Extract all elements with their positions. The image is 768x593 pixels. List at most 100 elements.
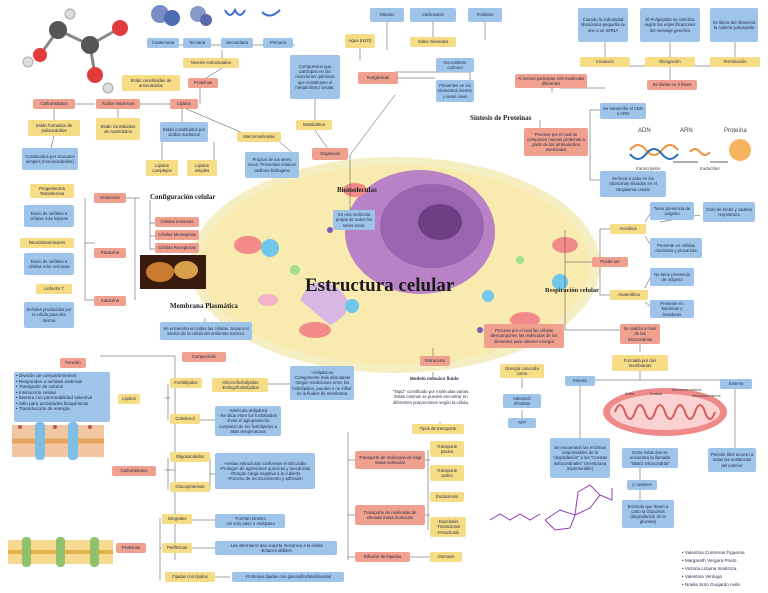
node-autocrina: Autocrina (94, 296, 126, 306)
author-name: Noelia Soto Guajardo Avila (682, 582, 740, 587)
node-receptoras: Células Receptoras (155, 243, 199, 253)
node-no-presencia: No tiene presencia de oxígeno (650, 268, 694, 286)
node-modelo-title: Modelo mosaico fluido (410, 376, 459, 381)
node-cuando: Cuando la subunidad ribosómica pequeña s… (578, 8, 628, 42)
transcription-illustration (629, 139, 751, 163)
node-modelo-text: "Tapiz" constituido por moléculas varias… (386, 382, 476, 412)
node-cuaternaria: Cuaternaria (147, 38, 179, 48)
node-comp-proteinas: Proteínas (116, 543, 146, 553)
node-nitratos: Nitratos (370, 8, 404, 22)
node-fosfo-items: -Glicerofosfolípidos -Esfingofosfolípido… (212, 378, 268, 392)
node-energia: Energía conocida como (500, 364, 544, 378)
node-fijadas-text: -Proteínas fijadas con glucosilfosfatidi… (232, 572, 344, 582)
node-fosfatos: Fosfatos (468, 8, 502, 22)
author-name: Victoria Lizama Inostroza (682, 566, 737, 571)
node-progesterona: Progesterona Testosterona (30, 184, 74, 198)
node-funcion: Función (60, 358, 86, 368)
node-molecula: Es una molécula propia de todos los sere… (333, 210, 375, 230)
mitochondria-illustration (603, 388, 727, 436)
node-colesterol: Colesterol (170, 414, 200, 424)
node-estructura: Estructura (420, 356, 450, 366)
cell-illustration (190, 157, 600, 373)
node-perifericas-text: -Las internas le dan soporte mecánico a … (215, 541, 337, 555)
node-exocitosis: -Exocitosis -Transcitosis -Potocitosis (430, 517, 466, 537)
node-anaerobica: Anaeróbica (610, 290, 648, 300)
node-elongacion: Elongación (645, 57, 695, 67)
author-name: Valentina Verdugo (682, 574, 722, 579)
node-colesterol-text: -Molécula anfipática -Se sitúa entre los… (215, 406, 281, 436)
node-atp: ATP (508, 418, 536, 428)
node-agua: Agua (H2O) (345, 34, 375, 48)
node-secundaria: Secundaria (221, 38, 253, 48)
node-funcion-list: División de compartimientos Responden a … (14, 372, 110, 422)
node-constituidas: Están constituidas de aminoácidos (122, 75, 180, 91)
node-formada: Formada por dos membranas (612, 355, 668, 371)
node-proteinas: Proteínas (188, 78, 218, 88)
node-linfocito: Linfocito T (36, 284, 72, 294)
node-pasivo: Transporte pasivo (430, 441, 464, 457)
paracrine-illustration (140, 255, 206, 289)
atp-illustration (489, 484, 613, 531)
node-al-menos: Al menos participan 100 moléculas difere… (515, 74, 587, 88)
node-adenosin: Adenosín trifosfato (503, 394, 541, 408)
node-envio-lejanas: Envío de señales a células más lejanas (24, 205, 74, 227)
node-interna: Interna (565, 376, 595, 386)
label-adn: ADN (638, 128, 651, 134)
node-bacterias: Presente en bacterias y levaduras (650, 300, 694, 318)
node-presencia: Tiene presencia de oxígeno (650, 202, 694, 220)
node-acidos: Ácidos Nucleicos (96, 99, 140, 109)
label-transcription: transcription (636, 166, 661, 171)
funcion-item: Responden a señales externas (16, 379, 82, 385)
node-fases: Se divide en 3 fases (647, 80, 697, 90)
node-nucleotidos: Están constituidos de nucleótidos (96, 118, 140, 140)
node-integrales-text: -Forman túneles -Un solo paso o multipas… (215, 514, 285, 528)
author-name: Margareth Vergara Prieto (682, 558, 737, 563)
node-elevada: Transporte de moléculas de elevada masa … (355, 505, 425, 525)
node-ciclo: Ciclo de krebs y cadena respiratoria (703, 202, 755, 222)
node-proceso-sintesis: Proceso por el cual se componen nuevas p… (524, 128, 588, 156)
node-difusion: Difusión de líquidos (355, 552, 410, 562)
node-ribosomas: Se lleva a cabo en los ribosomas situado… (600, 171, 666, 197)
heading-configuracion: Configuración celular (150, 193, 216, 201)
node-perifericas: Periféricas (162, 543, 192, 553)
node-metabolitos: Metabolitos (296, 120, 332, 130)
label-proteina: Proteína (724, 128, 747, 134)
node-emisoras: Células emisoras (155, 217, 199, 227)
label-matriz: Matriz (625, 392, 635, 396)
node-carbohidratos: Carbohidratos (33, 99, 75, 109)
label-mem-ext: Membrana externa (672, 388, 702, 392)
protein-structure-illustration (151, 5, 281, 26)
node-membrana-text: Se encuentra en todas las células. Separ… (160, 322, 252, 340)
node-permite: Permite libre acceso a todas las sustanc… (708, 448, 756, 472)
node-composicion: Composición (182, 352, 226, 362)
node-transcribe: Se transcribe el ADN a ARN (600, 103, 646, 119)
node-carbonatos: Carbonatos (410, 8, 456, 22)
node-anfipaticos: -Anfipáticos -Componente más abundante -… (290, 366, 354, 400)
node-activo: Transporte activo (430, 465, 464, 481)
node-propios: Propios de los seres vivos. Presentan en… (245, 152, 299, 178)
node-oligo-text: -Ambas estructuras conforman el Glicocál… (215, 453, 315, 489)
node-baja: Transporte de moléculas de baja masa mol… (355, 451, 425, 469)
node-proceso-respiracion: Proceso por el cual las células descompo… (484, 324, 564, 348)
node-primaria: Primaria (263, 38, 293, 48)
node-iniciacion: Iniciación (580, 57, 630, 67)
label-arn: ARN (680, 128, 693, 134)
node-presente-eucariota: Presente en células eucariota y procario… (650, 238, 702, 258)
node-aerobica: Aeróbica (610, 224, 646, 234)
node-niveles: Niveles estructurales (183, 58, 239, 68)
node-presentes: Presentes en los elementos inertes y ser… (436, 80, 474, 102)
node-integrales: Integrales (162, 514, 192, 524)
label-mem-int: Membrana interna (692, 394, 721, 398)
funcion-item: Transporte de solutos (16, 384, 63, 390)
node-grasos: Están constituidos por ácidos nucleicos (160, 122, 208, 142)
node-enzimas-llevan: Enzimas que llevan a cabo la Glucolisis … (622, 500, 674, 528)
node-endocrina: Endocrina (94, 193, 126, 203)
node-polipeptido: El Polipéptido se sintetiza según las es… (640, 8, 700, 42)
funcion-item: Transducción de energía (16, 406, 70, 412)
node-mensajeras: Células Mensajeras (155, 230, 199, 240)
heading-respiracion: Respiración celular (545, 287, 599, 294)
node-mitocondrias: Se realiza a nivel de las mitocondrias (620, 324, 660, 344)
label-traduction: traduction (700, 166, 720, 171)
node-simples: Lípidos simples (187, 160, 217, 176)
